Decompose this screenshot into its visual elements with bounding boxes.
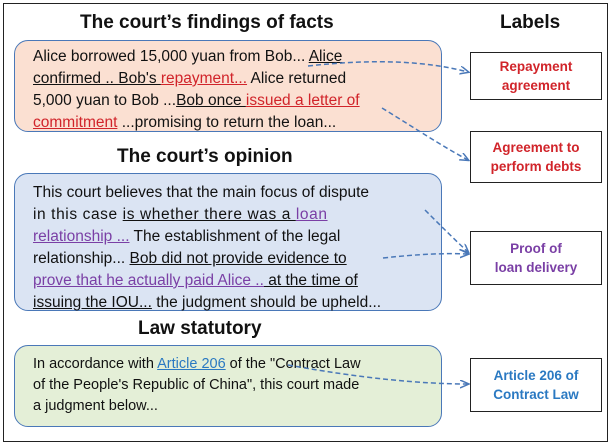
facts-line-2: confirmed .. Bob's repayment... Alice re… (33, 70, 346, 88)
opinion-heading: The court’s opinion (117, 146, 293, 167)
opinion-underlined-text: issuing the IOU... (33, 294, 152, 311)
opinion-line-4: relationship... Bob did not provide evid… (33, 250, 347, 268)
facts-underlined-text: confirmed .. Bob's (33, 70, 161, 87)
arrow-article (287, 364, 468, 384)
opinion-line-2: in this case is whether there was a loan (33, 206, 328, 224)
facts-line-4: commitment ...promising to return the lo… (33, 114, 336, 132)
facts-underlined-text: Alice (308, 48, 343, 65)
facts-line-1: Alice borrowed 15,000 yuan from Bob... A… (33, 48, 342, 66)
facts-text: 5,000 yuan to Bob ... (33, 92, 177, 109)
opinion-text: relationship... (33, 250, 130, 267)
law-text: of the "Contract Law (225, 356, 361, 372)
law-text: In accordance with (33, 356, 158, 372)
label-agreement-to-perform-debts: Agreement to perform debts (470, 131, 602, 183)
opinion-text: This court believes that the main focus … (33, 184, 370, 201)
arrow-commitment (381, 107, 468, 160)
opinion-line-1: This court believes that the main focus … (33, 184, 369, 202)
opinion-box: This court believes that the main focus … (14, 173, 442, 311)
opinion-text: the judgment should be upheld... (151, 294, 382, 311)
law-heading: Law statutory (138, 318, 262, 339)
paid-highlight: prove that he actually paid Alice .. (33, 272, 264, 289)
label-article-206: Article 206 of Contract Law (470, 358, 602, 412)
arrow-loan-relationship (424, 209, 468, 252)
opinion-line-5: prove that he actually paid Alice .. at … (33, 272, 358, 290)
repayment-highlight: repayment... (160, 70, 248, 87)
letter-highlight: issued a letter of (245, 92, 360, 109)
label-line: Contract Law (493, 387, 579, 402)
label-line: loan delivery (494, 260, 578, 275)
relationship-highlight: relationship ... (33, 228, 130, 245)
article-highlight: Article 206 (157, 356, 226, 372)
opinion-underlined-text: is whether there was a (122, 206, 296, 223)
label-line: Proof of (510, 241, 562, 256)
law-text: of the People's Republic of China", this… (33, 377, 360, 393)
law-line-2: of the People's Republic of China", this… (33, 377, 359, 393)
opinion-text: The establishment of the legal (129, 228, 341, 245)
label-line: Agreement to (492, 140, 580, 155)
facts-text: ...promising to return the loan... (117, 114, 337, 131)
commitment-highlight: commitment (33, 114, 118, 131)
label-line: perform debts (490, 159, 582, 174)
facts-box: Alice borrowed 15,000 yuan from Bob... A… (14, 40, 442, 132)
opinion-underlined-text: at the time of (263, 272, 358, 289)
law-line-1: In accordance with Article 206 of the "C… (33, 356, 361, 372)
law-line-3: a judgment below... (33, 398, 158, 414)
loan-highlight: loan (295, 206, 328, 223)
label-line: Repayment (499, 59, 573, 74)
opinion-line-3: relationship ... The establishment of th… (33, 228, 340, 246)
opinion-line-6: issuing the IOU... the judgment should b… (33, 294, 381, 312)
facts-text: Alice borrowed 15,000 yuan from Bob... (33, 48, 309, 65)
arrow-repayment (307, 61, 468, 72)
label-proof-of-loan-delivery: Proof of loan delivery (470, 231, 602, 285)
label-line: agreement (501, 78, 571, 93)
opinion-text: in this case (33, 206, 123, 223)
facts-line-3: 5,000 yuan to Bob ...Bob once issued a l… (33, 92, 360, 110)
labels-heading: Labels (500, 12, 561, 33)
facts-heading: The court’s findings of facts (80, 12, 334, 33)
law-box: In accordance with Article 206 of the "C… (14, 345, 442, 427)
label-line: Article 206 of (493, 368, 579, 383)
label-repayment-agreement: Repayment agreement (470, 52, 602, 100)
facts-underlined-text: Bob once (176, 92, 246, 109)
facts-text: Alice returned (247, 70, 347, 87)
arrow-paid (382, 254, 468, 259)
law-text: a judgment below... (33, 398, 158, 414)
opinion-underlined-text: Bob did not provide evidence to (129, 250, 347, 267)
